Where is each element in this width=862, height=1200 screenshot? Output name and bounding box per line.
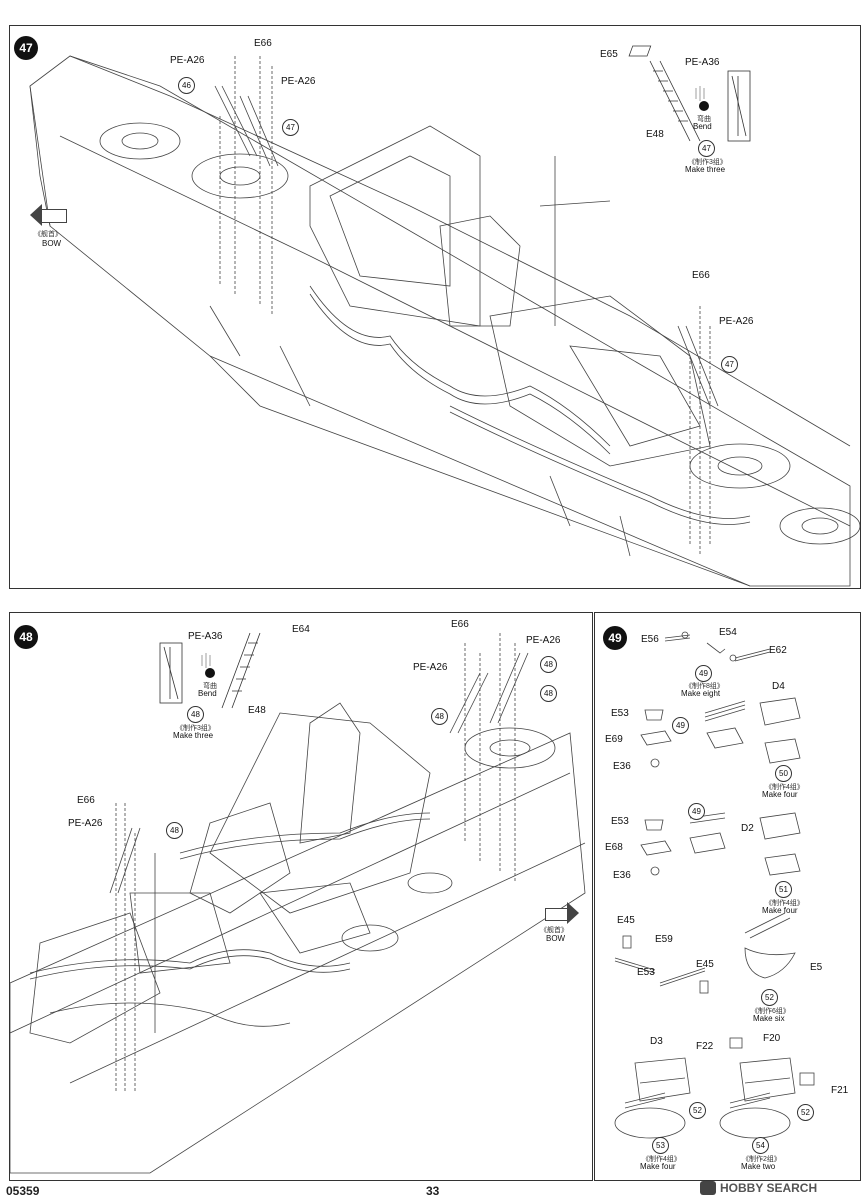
- step-ref-circle: 52: [761, 989, 778, 1006]
- part-label-e54: E54: [719, 627, 737, 638]
- part-label-e45: E45: [696, 959, 714, 970]
- step-ref-circle: 47: [282, 119, 299, 136]
- part-label-e66: E66: [77, 795, 95, 806]
- step-ref-circle: 52: [797, 1104, 814, 1121]
- part-label-e64: E64: [292, 624, 310, 635]
- part-label-e68: E68: [605, 842, 623, 853]
- make-count-cn: 《制作2组》: [742, 1156, 781, 1163]
- part-label-e66: E66: [451, 619, 469, 630]
- step-ref-circle: 49: [695, 665, 712, 682]
- step-ref-circle: 51: [775, 881, 792, 898]
- part-label-e66: E66: [254, 38, 272, 49]
- step-ref-circle: 48: [540, 685, 557, 702]
- part-label-d2: D2: [741, 823, 754, 834]
- part-label-pe-a36: PE-A36: [685, 57, 720, 68]
- watermark-text: HOBBY SEARCH: [720, 1181, 818, 1195]
- bow-label: BOW: [42, 239, 62, 248]
- make-count: Make four: [640, 1162, 676, 1171]
- part-label-d3: D3: [650, 1036, 663, 1047]
- part-label-e65: E65: [600, 49, 618, 60]
- make-count-cn: 《制作3组》: [176, 725, 215, 732]
- part-label-e66: E66: [692, 270, 710, 281]
- part-label-e69: E69: [605, 734, 623, 745]
- make-count: Make four: [762, 906, 798, 915]
- part-label-pe-a26: PE-A26: [281, 76, 316, 87]
- part-label-e36: E36: [613, 870, 631, 881]
- part-label-e45: E45: [617, 915, 635, 926]
- bow-arrow-icon: [40, 209, 67, 223]
- step-ref-circle: 53: [652, 1137, 669, 1154]
- step-47-panel: 47 E66 PE-A26 PE-A26 46 47 E66 PE-A26 47…: [9, 25, 861, 589]
- battleship-bow-illustration: [29, 45, 860, 587]
- hobby-search-logo-icon: [700, 1181, 716, 1195]
- part-label-e56: E56: [641, 634, 659, 645]
- part-label-e36: E36: [613, 761, 631, 772]
- step-number-badge: 47: [14, 36, 38, 60]
- step-ref-circle: 49: [688, 803, 705, 820]
- make-count: Make six: [753, 1014, 785, 1023]
- make-count-cn: 《制作4组》: [765, 900, 804, 907]
- part-label-pe-a36: PE-A36: [188, 631, 223, 642]
- part-label-pe-a26: PE-A26: [68, 818, 103, 829]
- make-count: Make eight: [681, 689, 721, 698]
- make-count: Make two: [741, 1162, 776, 1171]
- make-count-cn: 《制作8组》: [685, 683, 724, 690]
- bend-label-cn: 弯曲: [203, 683, 217, 690]
- make-count-cn: 《制作3组》: [688, 159, 727, 166]
- part-label-e59: E59: [655, 934, 673, 945]
- step-ref-circle: 48: [431, 708, 448, 725]
- step-ref-circle: 48: [187, 706, 204, 723]
- make-count: Make three: [173, 731, 214, 740]
- part-label-f22: F22: [696, 1041, 714, 1052]
- step-ref-circle: 48: [166, 822, 183, 839]
- part-label-pe-a26: PE-A26: [526, 635, 561, 646]
- watermark: HOBBY SEARCH: [700, 1181, 817, 1195]
- step-ref-circle: 48: [540, 656, 557, 673]
- step-number-badge: 48: [14, 625, 38, 649]
- part-label-e48: E48: [248, 705, 266, 716]
- bow-label-cn: 《舰首》: [34, 231, 62, 238]
- bow-arrow-head-icon: [567, 902, 579, 924]
- make-count: Make four: [762, 790, 798, 799]
- step-48-panel: 48 E66 PE-A26 48 PE-A26 48 48 E66 PE-A26…: [9, 612, 593, 1181]
- make-count-cn: 《制作4组》: [642, 1156, 681, 1163]
- step-ref-circle: 50: [775, 765, 792, 782]
- make-count: Make three: [685, 165, 726, 174]
- battleship-stern-illustration: [10, 632, 586, 1174]
- make-count-cn: 《制作6组》: [751, 1008, 790, 1015]
- step-ref-circle: 54: [752, 1137, 769, 1154]
- part-label-e62: E62: [769, 645, 787, 656]
- bow-label: BOW: [546, 934, 566, 943]
- step-ref-circle: 46: [178, 77, 195, 94]
- page-number: 33: [426, 1184, 440, 1198]
- bend-label-cn: 弯曲: [697, 116, 711, 123]
- step-ref-circle: 47: [721, 356, 738, 373]
- part-label-pe-a26: PE-A26: [719, 316, 754, 327]
- part-label-d4: D4: [772, 681, 785, 692]
- step-49-panel: 49 E56 E54 E62 49 《制作8组》 Make eight E53 …: [594, 612, 861, 1181]
- part-label-e53: E53: [637, 967, 655, 978]
- part-label-e53: E53: [611, 816, 629, 827]
- bow-label-cn: 《舰首》: [540, 927, 568, 934]
- step-ref-circle: 49: [672, 717, 689, 734]
- part-label-pe-a26: PE-A26: [170, 55, 205, 66]
- step-ref-circle: 52: [689, 1102, 706, 1119]
- make-count-cn: 《制作4组》: [765, 784, 804, 791]
- part-label-e5: E5: [810, 962, 823, 973]
- bow-arrow-head-icon: [30, 204, 42, 226]
- product-code: 05359: [6, 1184, 40, 1198]
- part-label-f21: F21: [831, 1085, 849, 1096]
- step-ref-circle: 47: [698, 140, 715, 157]
- step-number-badge: 49: [603, 626, 627, 650]
- part-label-f20: F20: [763, 1033, 781, 1044]
- part-label-pe-a26: PE-A26: [413, 662, 448, 673]
- bow-arrow-icon: [545, 908, 568, 921]
- part-label-e48: E48: [646, 129, 664, 140]
- subassembly-illustrations: [614, 631, 815, 1139]
- bend-label: Bend: [693, 122, 712, 131]
- bend-label: Bend: [198, 689, 217, 698]
- part-label-e53: E53: [611, 708, 629, 719]
